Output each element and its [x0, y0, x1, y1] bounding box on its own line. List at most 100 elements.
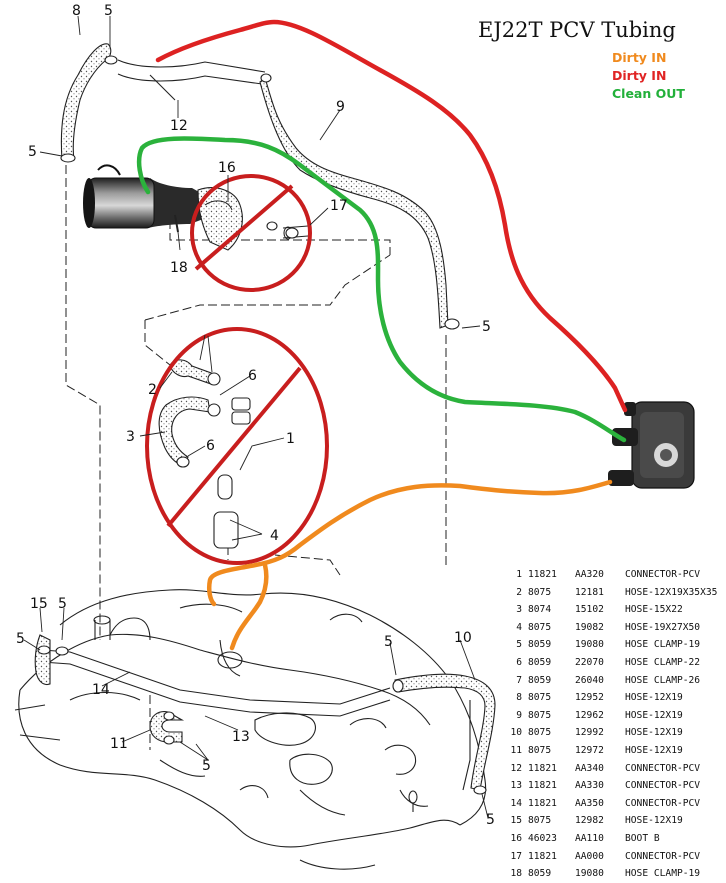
- part-number: 9: [516, 709, 522, 721]
- part-code-suffix: 12972: [575, 744, 604, 756]
- part-description: HOSE-12X19: [625, 709, 683, 721]
- part-description: HOSE-12X19: [625, 744, 683, 756]
- leader-lines: [23, 15, 489, 819]
- part-description: HOSE-12X19: [625, 815, 683, 827]
- part-code-prefix: 11821: [528, 780, 557, 792]
- part-code-suffix: 15102: [575, 604, 604, 616]
- callout-label: 18: [170, 260, 188, 276]
- part-description: CONNECTOR-PCV: [625, 569, 701, 580]
- part-code-suffix: 19080: [575, 868, 604, 880]
- part-number: 8: [516, 692, 522, 704]
- part-number: 5: [516, 639, 522, 651]
- part-code-suffix: 19080: [575, 639, 604, 651]
- parts-list-row: 1 11821 AA320 CONNECTOR-PCV: [508, 566, 723, 584]
- routing-overlays: [136, 19, 628, 651]
- part-description: BOOT B: [625, 832, 660, 844]
- callout-label: 6: [248, 368, 257, 384]
- part-description: CONNECTOR-PCV: [625, 780, 701, 792]
- part-number: 3: [516, 604, 522, 616]
- callout-label: 10: [454, 630, 472, 646]
- hose-clamps: [37, 55, 487, 795]
- callout-label: 5: [482, 319, 491, 335]
- callout-label: 2: [148, 382, 157, 398]
- part-code-prefix: 8059: [528, 674, 552, 686]
- callout-label: 17: [330, 198, 348, 214]
- callout-label: 11: [110, 736, 128, 752]
- part-code-prefix: 8075: [528, 692, 552, 704]
- part-code-suffix: 22070: [575, 656, 604, 668]
- boot-16-assembly: [83, 164, 243, 251]
- callout-label: 5: [28, 144, 37, 160]
- intake-manifold: [14, 589, 487, 870]
- red-route-line: [155, 19, 628, 413]
- part-code-suffix: 26040: [575, 674, 604, 686]
- part-code-suffix: AA110: [575, 832, 604, 844]
- callout-label: 5: [104, 3, 113, 19]
- part-number: 12: [510, 762, 522, 774]
- callout-label: 8: [72, 3, 81, 19]
- part-code-prefix: 8059: [528, 868, 552, 880]
- dashed-guide-lines: [65, 165, 447, 750]
- part-code-suffix: 12181: [575, 586, 604, 598]
- parts-list-row: 13 11821 AA330 CONNECTOR-PCV: [508, 777, 723, 795]
- part-code-suffix: AA000: [575, 850, 604, 862]
- diagram-title: EJ22T PCV Tubing: [478, 18, 676, 42]
- catch-can: [608, 401, 695, 489]
- part-code-suffix: 12962: [575, 709, 604, 721]
- part-description: HOSE CLAMP-22: [625, 656, 701, 668]
- part-code-prefix: 8059: [528, 639, 552, 651]
- callout-label: 5: [202, 758, 211, 774]
- callout-label: 15: [30, 596, 48, 612]
- part-description: HOSE-12X19: [625, 692, 683, 704]
- part-number: 13: [510, 780, 522, 792]
- parts-list-row: 7 8059 26040 HOSE CLAMP-26: [508, 672, 723, 690]
- part-description: HOSE CLAMP-26: [625, 674, 701, 686]
- part-number: 17: [510, 850, 522, 862]
- orange-route-line: [206, 479, 613, 651]
- part-number: 11: [510, 744, 522, 756]
- part-description: HOSE CLAMP-19: [625, 868, 701, 880]
- part-number: 7: [516, 674, 522, 686]
- legend-dirty-in-orange: Dirty IN: [612, 50, 667, 65]
- callout-label: 5: [384, 634, 393, 650]
- part-description: HOSE-15X22: [625, 604, 683, 616]
- part-code-suffix: AA330: [575, 780, 604, 792]
- part-code-prefix: 8059: [528, 656, 552, 668]
- part-code-suffix: AA320: [575, 569, 604, 580]
- prohibit-markers: [145, 174, 329, 565]
- part-number: 15: [510, 815, 522, 827]
- hose-line-art: [41, 59, 391, 717]
- part-description: HOSE-19X27X50: [625, 621, 701, 633]
- parts-list-row: 8 8075 12952 HOSE-12X19: [508, 689, 723, 707]
- part-code-prefix: 11821: [528, 797, 557, 809]
- part-code-suffix: 12952: [575, 692, 604, 704]
- part-description: CONNECTOR-PCV: [625, 797, 701, 809]
- legend-dirty-in-red: Dirty IN: [612, 68, 667, 83]
- part-code-prefix: 8075: [528, 727, 552, 739]
- part-code-suffix: AA350: [575, 797, 604, 809]
- part-code-prefix: 11821: [528, 569, 557, 580]
- callout-label: 13: [232, 729, 250, 745]
- part-code-suffix: 12982: [575, 815, 604, 827]
- callout-numbers: 8 5 12 9 5 16 17 18 5 6 2 3 6 1 4 15 5 5…: [16, 3, 495, 828]
- part-number: 1: [516, 569, 522, 580]
- callout-label: 9: [336, 99, 345, 115]
- callout-label: 12: [170, 118, 188, 134]
- dotted-hoses: [34, 43, 496, 791]
- part-code-suffix: 12992: [575, 727, 604, 739]
- callout-label: 6: [206, 438, 215, 454]
- part-code-prefix: 8075: [528, 621, 552, 633]
